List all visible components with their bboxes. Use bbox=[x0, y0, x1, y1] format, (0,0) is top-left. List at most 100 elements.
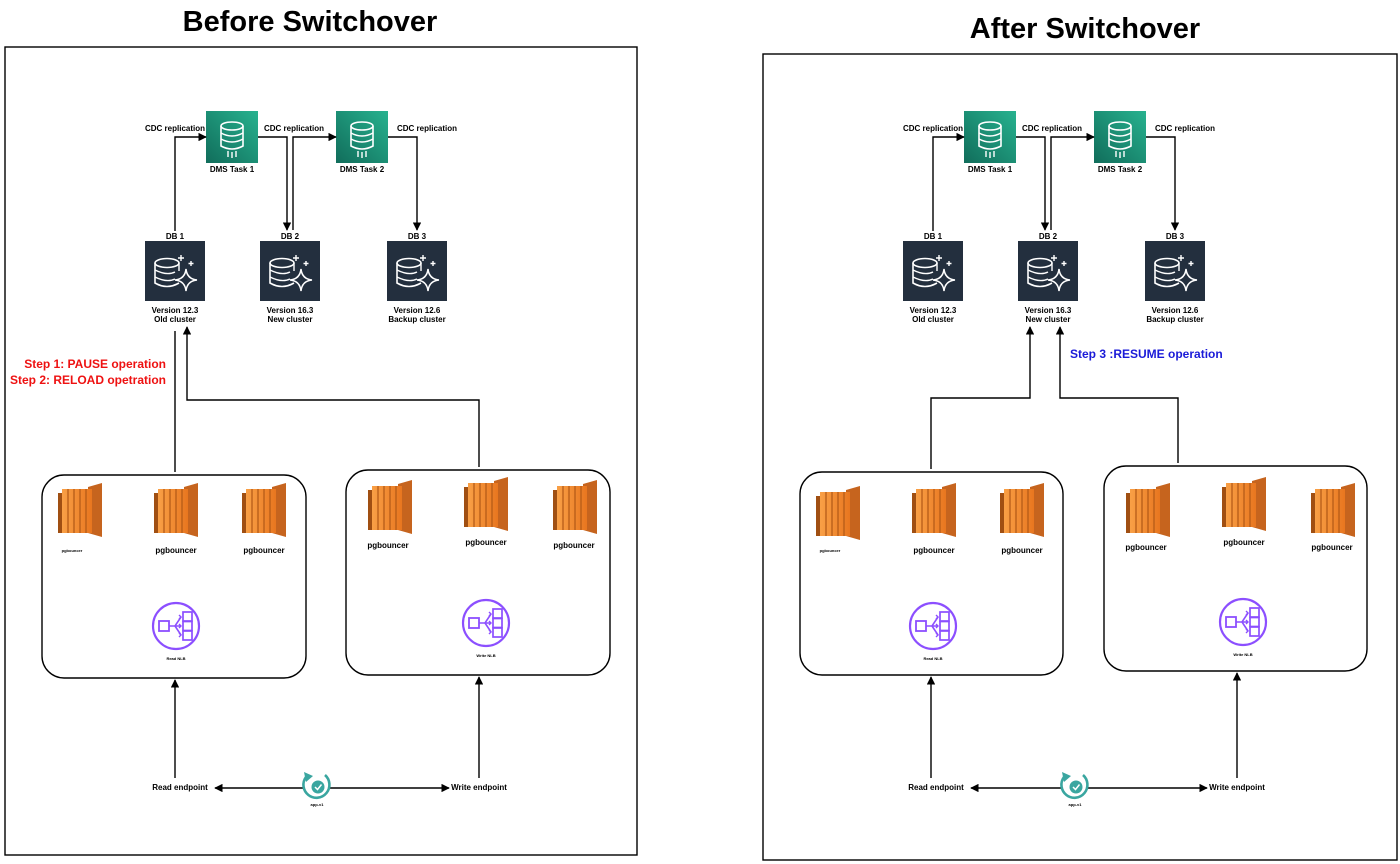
read-endpoint-label: Read endpoint bbox=[908, 783, 964, 792]
write-endpoint-label: Write endpoint bbox=[1209, 783, 1265, 792]
network-load-balancer-icon bbox=[461, 598, 511, 648]
connection-arrow bbox=[1055, 326, 1179, 463]
aurora-database-icon bbox=[1145, 241, 1205, 301]
ec2-instance-icon bbox=[1126, 483, 1170, 537]
cdc-replication-label: CDC replication bbox=[396, 124, 458, 133]
app-label: app-v1 bbox=[310, 802, 324, 807]
pgbouncer-pool-box bbox=[41, 474, 307, 679]
application-icon bbox=[1060, 772, 1089, 800]
before-switchover-panel bbox=[4, 46, 638, 856]
aurora-database-icon bbox=[387, 241, 447, 301]
dms-task-icon bbox=[206, 111, 258, 163]
read-endpoint-label: Read endpoint bbox=[152, 783, 208, 792]
db-version-label: Version 12.6 bbox=[1151, 306, 1199, 315]
aurora-database-icon bbox=[1018, 241, 1078, 301]
cdc-replication-arrow bbox=[174, 132, 207, 231]
pgbouncer-label: pgbouncer bbox=[1125, 543, 1167, 552]
network-load-balancer-icon bbox=[1218, 597, 1268, 647]
pgbouncer-label: pgbouncer bbox=[465, 538, 507, 547]
db-name-label: DB 2 bbox=[280, 232, 300, 241]
ec2-instance-icon bbox=[553, 480, 597, 534]
db-version-label: Version 12.3 bbox=[909, 306, 957, 315]
cdc-replication-label: CDC replication bbox=[1154, 124, 1216, 133]
db-role-label: New cluster bbox=[267, 315, 313, 324]
ec2-instance-icon bbox=[1311, 483, 1355, 537]
step-note: Step 2: RELOAD opetration bbox=[9, 373, 166, 387]
db-version-label: Version 12.6 bbox=[393, 306, 441, 315]
cdc-replication-arrow bbox=[1146, 136, 1180, 231]
pgbouncer-label: pgbouncer bbox=[155, 546, 197, 555]
ec2-instance-icon bbox=[1000, 483, 1044, 537]
step-note: Step 3 :RESUME operation bbox=[1070, 347, 1223, 361]
dms-task-icon bbox=[964, 111, 1016, 163]
cdc-replication-arrow bbox=[1050, 132, 1095, 230]
dms-task-label: DMS Task 1 bbox=[967, 165, 1013, 174]
nlb-label: Read NLB bbox=[166, 656, 186, 661]
dms-task-label: DMS Task 2 bbox=[339, 165, 385, 174]
app-label: app-v1 bbox=[1068, 802, 1082, 807]
ec2-instance-icon bbox=[242, 483, 286, 537]
db-role-label: Backup cluster bbox=[1146, 315, 1204, 324]
pgbouncer-label: pgbouncer bbox=[1001, 546, 1043, 555]
network-load-balancer-icon bbox=[151, 601, 201, 651]
pgbouncer-label: pgbouncer bbox=[1311, 543, 1353, 552]
step-notes: Step 3 :RESUME operation bbox=[1070, 346, 1223, 362]
db-version-label: Version 16.3 bbox=[266, 306, 314, 315]
after-switchover-panel bbox=[762, 53, 1398, 861]
db-version-label: Version 12.3 bbox=[151, 306, 199, 315]
aurora-database-icon bbox=[145, 241, 205, 301]
pgbouncer-label: pgbouncer bbox=[913, 546, 955, 555]
dms-task-icon bbox=[336, 111, 388, 163]
pgbouncer-label: pgbouncer bbox=[1223, 538, 1265, 547]
nlb-label: Write NLB bbox=[1233, 652, 1253, 657]
connection-arrow bbox=[930, 326, 1035, 469]
write-endpoint-label: Write endpoint bbox=[451, 783, 507, 792]
panel-frame bbox=[762, 53, 1398, 861]
pgbouncer-pool-box bbox=[1103, 465, 1368, 672]
cdc-replication-label: CDC replication bbox=[1021, 124, 1083, 133]
db-name-label: DB 2 bbox=[1038, 232, 1058, 241]
cdc-replication-label: CDC replication bbox=[263, 124, 325, 133]
network-load-balancer-icon bbox=[908, 601, 958, 651]
db-role-label: Backup cluster bbox=[388, 315, 446, 324]
cdc-replication-arrow bbox=[258, 136, 292, 231]
pgbouncer-label: pgbouncer bbox=[61, 548, 83, 553]
db-name-label: DB 1 bbox=[923, 232, 943, 241]
aurora-database-icon bbox=[903, 241, 963, 301]
ec2-instance-icon bbox=[464, 477, 508, 531]
cdc-replication-arrow bbox=[932, 132, 965, 231]
db-role-label: New cluster bbox=[1025, 315, 1071, 324]
db-role-label: Old cluster bbox=[154, 315, 196, 324]
ec2-instance-icon bbox=[154, 483, 198, 537]
cdc-replication-label: CDC replication bbox=[144, 124, 206, 133]
pgbouncer-label: pgbouncer bbox=[243, 546, 285, 555]
dms-task-label: DMS Task 1 bbox=[209, 165, 255, 174]
pgbouncer-label: pgbouncer bbox=[819, 548, 841, 553]
ec2-instance-icon bbox=[1222, 477, 1266, 531]
panel-frame bbox=[4, 46, 638, 856]
nlb-label: Read NLB bbox=[923, 656, 943, 661]
dms-task-label: DMS Task 2 bbox=[1097, 165, 1143, 174]
ec2-instance-icon bbox=[368, 480, 412, 534]
pgbouncer-pool-box bbox=[345, 469, 611, 676]
application-icon bbox=[302, 772, 331, 800]
panel-title: After Switchover bbox=[969, 13, 1201, 45]
panel-title: Before Switchover bbox=[182, 6, 438, 38]
nlb-label: Write NLB bbox=[476, 653, 496, 658]
dms-task-icon bbox=[1094, 111, 1146, 163]
pgbouncer-label: pgbouncer bbox=[367, 541, 409, 550]
cdc-replication-arrow bbox=[388, 136, 422, 231]
db-version-label: Version 16.3 bbox=[1024, 306, 1072, 315]
db-role-label: Old cluster bbox=[912, 315, 954, 324]
pgbouncer-label: pgbouncer bbox=[553, 541, 595, 550]
db-name-label: DB 3 bbox=[407, 232, 427, 241]
connection-arrow bbox=[182, 326, 480, 467]
pgbouncer-pool-box bbox=[799, 471, 1064, 676]
cdc-replication-label: CDC replication bbox=[902, 124, 964, 133]
aurora-database-icon bbox=[260, 241, 320, 301]
db-name-label: DB 3 bbox=[1165, 232, 1185, 241]
cdc-replication-arrow bbox=[292, 132, 337, 230]
ec2-instance-icon bbox=[58, 483, 102, 537]
